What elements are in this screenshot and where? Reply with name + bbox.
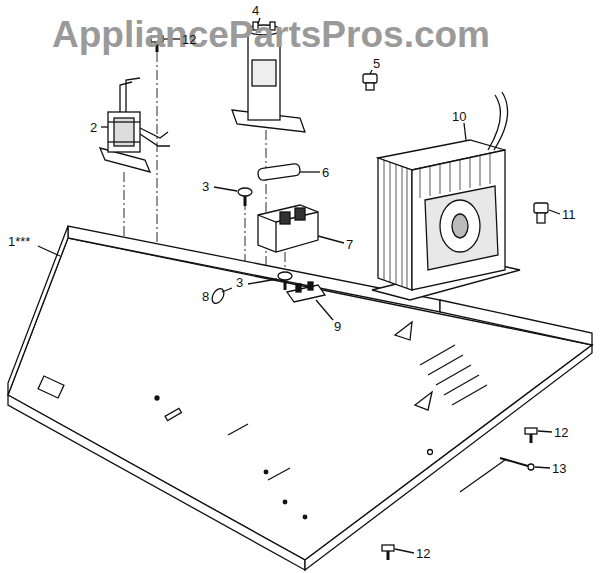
screw (363, 70, 377, 90)
callout-number: 11 (562, 208, 576, 221)
screw (214, 187, 252, 206)
callout-number: 1*** (8, 235, 30, 248)
screw (534, 203, 560, 223)
transformer (372, 92, 520, 300)
callout-number: 8 (202, 290, 209, 303)
callout-number: 13 (552, 462, 566, 475)
callout-number: 12 (182, 33, 196, 46)
callout-number: 6 (322, 166, 329, 179)
callout-number: 10 (452, 110, 466, 123)
callout-number: 5 (373, 57, 380, 70)
screw (382, 545, 414, 560)
terminal (287, 282, 333, 320)
callout-number: 4 (252, 4, 259, 17)
callout-number: 7 (346, 238, 353, 251)
callout-number: 3 (236, 276, 243, 289)
base-plate (8, 226, 592, 570)
fuse (257, 163, 320, 181)
callout-number: 2 (90, 121, 97, 134)
callout-number: 3 (202, 180, 209, 193)
transformer (100, 78, 170, 172)
callout-number: 12 (416, 547, 430, 560)
watermark: AppliancePartsPros.com (52, 16, 490, 53)
diode (210, 287, 232, 306)
callout-number: 12 (554, 426, 568, 439)
screw (525, 428, 552, 443)
callout-number: 9 (334, 320, 341, 333)
fuse-holder (258, 205, 344, 252)
screw (248, 272, 292, 290)
pin (500, 458, 550, 470)
callout-line (38, 246, 60, 256)
